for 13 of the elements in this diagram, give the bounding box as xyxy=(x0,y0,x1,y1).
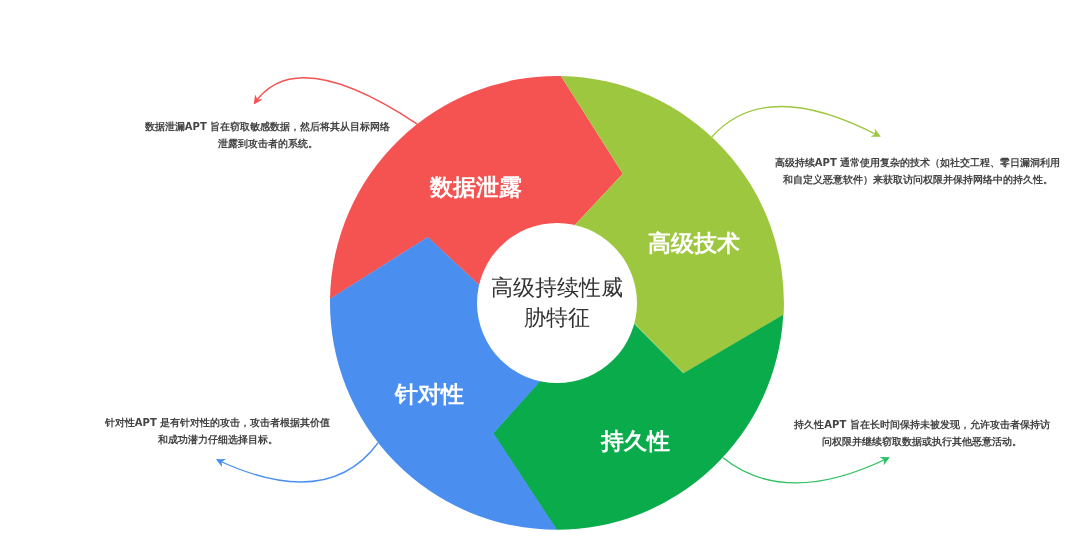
segment-label: 数据泄露 xyxy=(430,172,522,202)
center-title: 高级持续性威胁特征 xyxy=(490,274,624,332)
description-text: 高级持续APT 通常使用复杂的技术（如社交工程、零日漏洞利用和自定义恶意软件）来获取访问权限并保持网络中的持久性。 xyxy=(773,156,1062,187)
segment-label: 针对性 xyxy=(395,379,465,409)
curved-arrow xyxy=(253,77,418,125)
description-text: 针对性APT 是有针对性的攻击，攻击者根据其价值和成功潜力仔细选择目标。 xyxy=(103,416,332,447)
segment-label: 高级技术 xyxy=(648,228,740,258)
description-text: 数据泄漏APT 旨在窃取敏感数据，然后将其从目标网络泄露到攻击者的系统。 xyxy=(143,120,392,151)
curved-arrow xyxy=(711,105,881,138)
curved-arrow xyxy=(215,442,379,483)
description-text: 持久性APT 旨在长时间保持未被发现，允许攻击者保持访问权限并继续窃取数据或执行其他恶意活动。 xyxy=(793,418,1051,449)
curved-arrow xyxy=(722,456,890,484)
segment-label: 持久性 xyxy=(601,426,671,456)
